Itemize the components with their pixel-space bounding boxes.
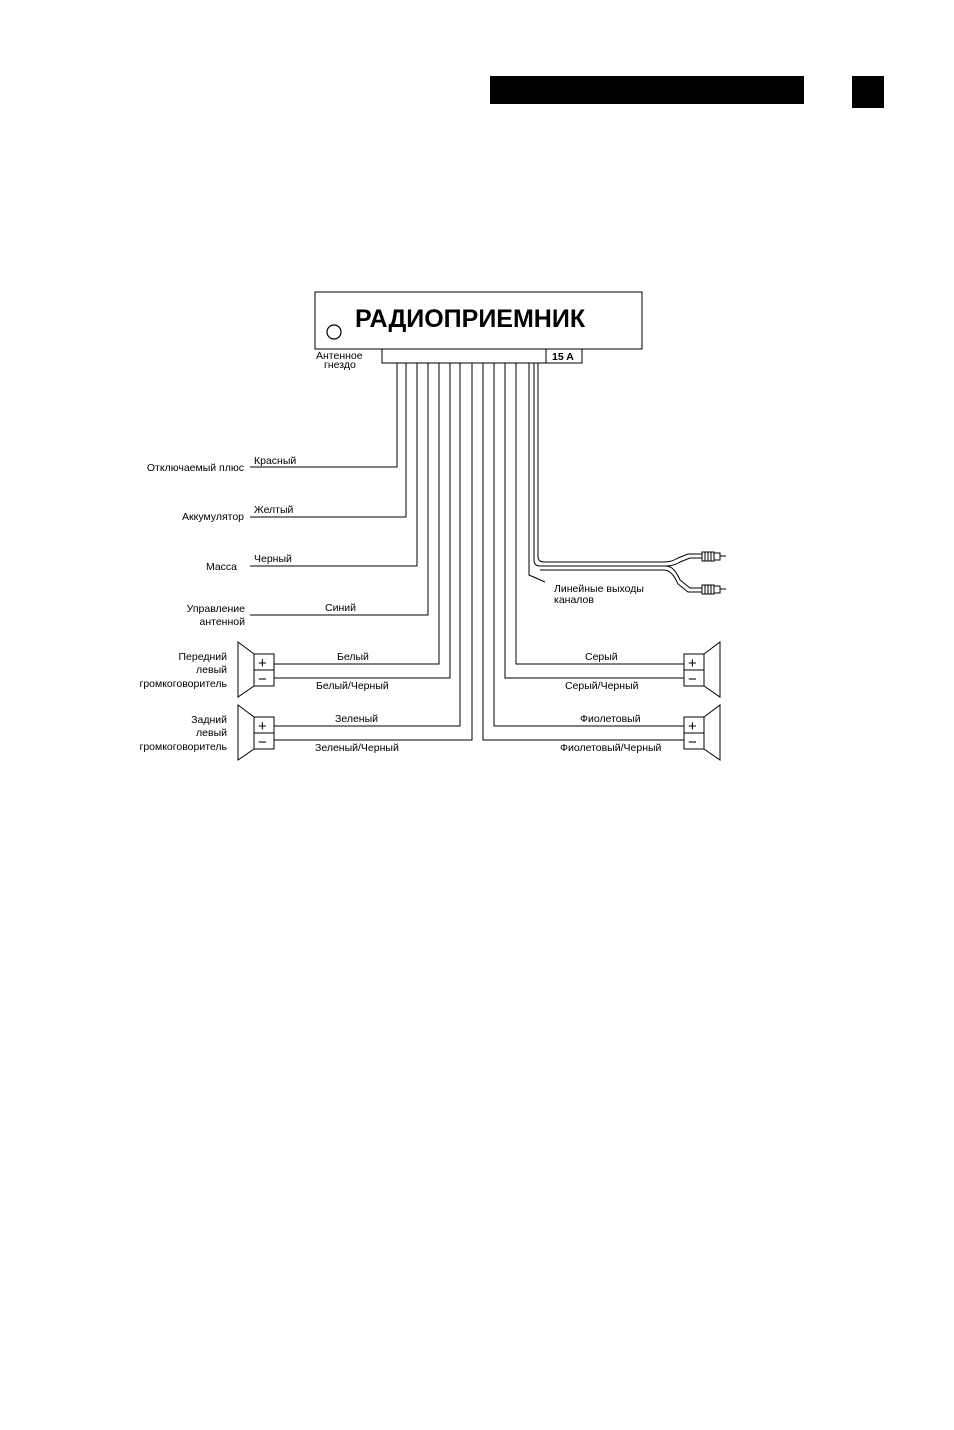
- header-bar: [490, 76, 804, 104]
- speaker-front-left-icon: [237, 641, 275, 698]
- wire-label-green: Зеленый: [335, 713, 378, 725]
- front-left-speaker-line2: левый: [196, 664, 227, 676]
- wire-label-black: Черный: [254, 553, 292, 565]
- wire-gray-black: [504, 363, 684, 679]
- purpose-ground: Масса: [206, 561, 237, 573]
- rear-left-speaker-line1: Задний: [191, 714, 227, 726]
- wire-violet-black: [482, 363, 684, 741]
- line-out-cable: [533, 363, 702, 593]
- wire-white: [274, 363, 440, 665]
- minus-symbol: −: [258, 671, 267, 688]
- wire-label-green-black: Зеленый/Черный: [315, 742, 399, 754]
- wire-white-black: [274, 363, 451, 679]
- wire-violet: [493, 363, 684, 727]
- antenna-socket-icon: [326, 324, 342, 340]
- line-out-leader: [528, 363, 546, 583]
- antenna-label-line1: Антенное: [316, 350, 363, 362]
- fuse-label: 15 A: [552, 351, 574, 363]
- wire-label-violet-black: Фиолетовый/Черный: [560, 742, 662, 754]
- plus-symbol: +: [688, 718, 697, 735]
- antenna-label-line2: гнездо: [324, 359, 356, 371]
- connector-block: [381, 348, 583, 364]
- wire-label-gray: Серый: [585, 651, 618, 663]
- minus-symbol: −: [688, 734, 697, 751]
- wire-black: [250, 363, 418, 567]
- purpose-switched-plus: Отключаемый плюс: [147, 462, 244, 474]
- rca-plug-icon: [701, 551, 726, 562]
- line-out-label-line2: каналов: [554, 594, 594, 606]
- wire-red: [250, 363, 398, 468]
- front-left-speaker-line3: громкоговоритель: [139, 678, 227, 690]
- speaker-front-right-icon: [683, 641, 721, 698]
- purpose-antenna-control-line2: антенной: [200, 616, 246, 628]
- wire-label-red: Красный: [254, 455, 296, 467]
- front-left-speaker-line1: Передний: [179, 651, 228, 663]
- plus-symbol: +: [258, 655, 267, 672]
- wire-label-gray-black: Серый/Черный: [565, 680, 639, 692]
- purpose-antenna-control-line1: Управление: [187, 603, 246, 615]
- plus-symbol: +: [688, 655, 697, 672]
- purpose-battery: Аккумулятор: [182, 511, 244, 523]
- page-tab-marker: [852, 76, 884, 108]
- wire-label-violet: Фиолетовый: [580, 713, 641, 725]
- wire-label-white: Белый: [337, 651, 369, 663]
- wire-green-black: [274, 363, 473, 741]
- wire-label-yellow: Желтый: [254, 504, 294, 516]
- unit-title: РАДИОПРИЕМНИК: [355, 305, 586, 333]
- wire-gray: [515, 363, 684, 665]
- wire-blue: [250, 363, 429, 616]
- speaker-rear-left-icon: [237, 704, 275, 761]
- wire-label-blue: Синий: [325, 602, 356, 614]
- wire-yellow: [250, 363, 407, 518]
- minus-symbol: −: [258, 734, 267, 751]
- minus-symbol: −: [688, 671, 697, 688]
- wire-green: [274, 363, 461, 727]
- plus-symbol: +: [258, 718, 267, 735]
- rear-left-speaker-line2: левый: [196, 727, 227, 739]
- rca-plug-icon: [701, 584, 726, 595]
- rear-left-speaker-line3: громкоговоритель: [139, 741, 227, 753]
- wire-label-white-black: Белый/Черный: [316, 680, 389, 692]
- speaker-rear-right-icon: [683, 704, 721, 761]
- line-out-label-line1: Линейные выходы: [554, 583, 644, 595]
